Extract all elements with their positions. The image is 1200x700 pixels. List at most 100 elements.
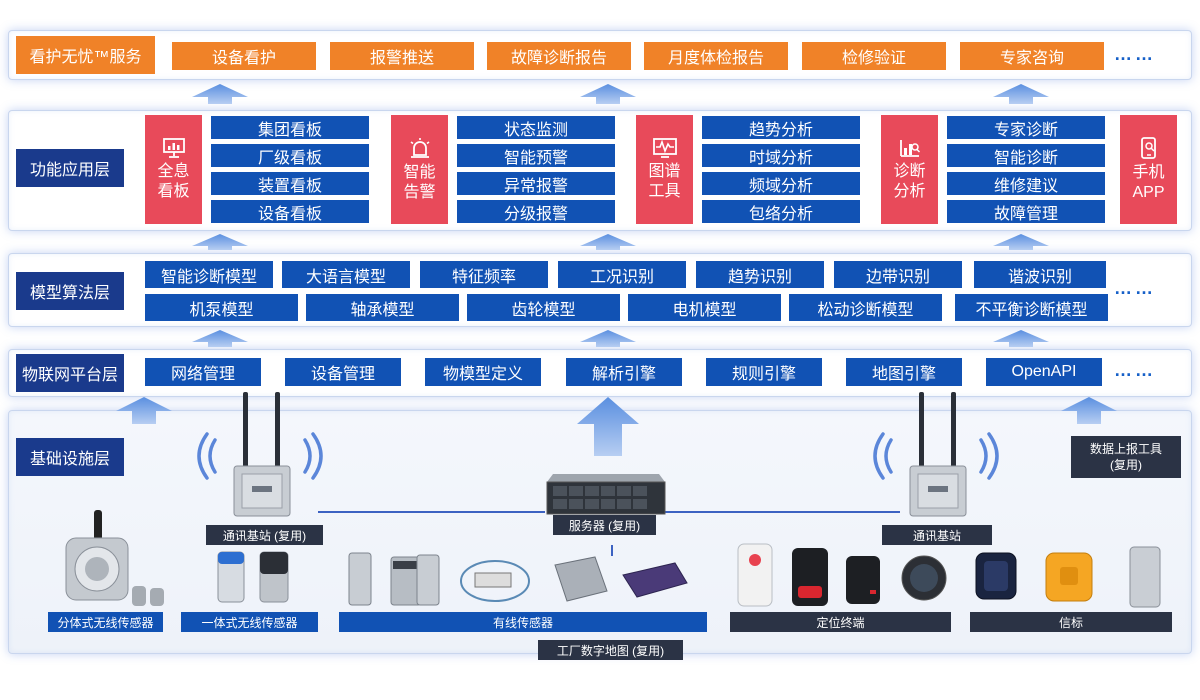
server [545, 472, 667, 516]
service-item: 检修验证 [802, 42, 946, 70]
data-upload-tool: 数据上报工具 (复用) [1071, 436, 1181, 478]
arrow-up-icon [192, 84, 1049, 104]
beacons [970, 545, 1170, 610]
diagnosis-tile-label-1: 诊断 [893, 162, 926, 180]
app-item: 故障管理 [947, 200, 1105, 223]
iot-item: 规则引擎 [706, 358, 822, 386]
iot-item: 网络管理 [145, 358, 261, 386]
base-station-left [228, 390, 296, 518]
model-item: 齿轮模型 [467, 294, 620, 321]
alarm-tile: 智能 告警 [391, 115, 448, 224]
app-item: 分级报警 [457, 200, 615, 223]
spectrum-tool-tile: 图谱 工具 [636, 115, 693, 224]
split-sensor-icon [65, 510, 164, 606]
model-item: 谐波识别 [974, 261, 1106, 288]
positioning-terminal-label: 定位终端 [730, 612, 951, 632]
app-item: 集团看板 [211, 116, 369, 139]
split-sensor-label: 分体式无线传感器 [48, 612, 163, 632]
diagnosis-tile: 诊断 分析 [881, 115, 938, 224]
model-item: 不平衡诊断模型 [955, 294, 1108, 321]
model-item: 松动诊断模型 [789, 294, 942, 321]
app-item: 装置看板 [211, 172, 369, 195]
model-more-dots: …… [1114, 278, 1156, 298]
mobile-app-label-2: APP [1132, 183, 1165, 201]
base-station-icon [909, 392, 967, 517]
dashboard-icon [162, 137, 185, 158]
app-item: 设备看板 [211, 200, 369, 223]
wired-sensor-icon [348, 552, 688, 606]
iot-item: 物模型定义 [425, 358, 541, 386]
diagnosis-tile-label-2: 分析 [893, 182, 926, 200]
model-item: 工况识别 [558, 261, 686, 288]
beacon-icon [975, 546, 1161, 608]
positioning-terminal-icon [737, 543, 947, 607]
app-item: 智能诊断 [947, 144, 1105, 167]
spectrum-tool-label-1: 图谱 [648, 162, 681, 180]
base-station-right [904, 390, 972, 518]
app-item: 包络分析 [702, 200, 860, 223]
mobile-app-label-1: 手机 [1132, 163, 1165, 181]
server-label: 服务器 (复用) [553, 515, 656, 535]
data-upload-tool-line2: (复用) [1110, 458, 1142, 472]
model-layer-title: 模型算法层 [16, 272, 124, 310]
service-item: 报警推送 [330, 42, 474, 70]
integrated-sensor-label: 一体式无线传感器 [181, 612, 318, 632]
iot-layer-title: 物联网平台层 [16, 354, 124, 392]
model-item: 大语言模型 [282, 261, 410, 288]
beacon-label: 信标 [970, 612, 1172, 632]
app-item: 厂级看板 [211, 144, 369, 167]
model-item: 智能诊断模型 [145, 261, 273, 288]
app-item: 时域分析 [702, 144, 860, 167]
mobile-app-tile: 手机 APP [1120, 115, 1177, 224]
model-item: 机泵模型 [145, 294, 298, 321]
service-item: 月度体检报告 [644, 42, 788, 70]
service-item: 专家咨询 [960, 42, 1104, 70]
integrated-wireless-sensor [212, 548, 296, 610]
iot-more-dots: …… [1114, 360, 1156, 380]
factory-map-label: 工厂数字地图 (复用) [538, 640, 683, 660]
app-item: 状态监测 [457, 116, 615, 139]
alarm-tile-label-1: 智能 [403, 163, 436, 181]
wired-sensors [345, 545, 690, 610]
mobile-phone-icon [1140, 136, 1156, 159]
data-upload-tool-line1: 数据上报工具 [1089, 442, 1162, 456]
app-item: 专家诊断 [947, 116, 1105, 139]
dashboard-tile-label-1: 全息 [157, 162, 190, 180]
alarm-light-icon [410, 137, 429, 158]
service-item: 故障诊断报告 [487, 42, 631, 70]
model-item: 电机模型 [628, 294, 781, 321]
model-item: 趋势识别 [696, 261, 824, 288]
base-station-left-label: 通讯基站 (复用) [206, 525, 323, 545]
integrated-sensor-icon [217, 551, 289, 603]
service-layer-title: 看护无忧™服务 [16, 36, 155, 74]
app-item: 异常报警 [457, 172, 615, 195]
app-item: 智能预警 [457, 144, 615, 167]
dashboard-tile: 全息 看板 [145, 115, 202, 224]
iot-item: 地图引擎 [846, 358, 962, 386]
iot-item: 设备管理 [285, 358, 401, 386]
split-wireless-sensor [60, 508, 170, 610]
app-layer-title: 功能应用层 [16, 149, 124, 187]
arrow-up-icon [192, 330, 1049, 347]
dashboard-tile-label-2: 看板 [157, 182, 190, 200]
iot-item: OpenAPI [986, 358, 1102, 386]
arrow-up-icon [192, 234, 1049, 250]
app-item: 频域分析 [702, 172, 860, 195]
model-item: 特征频率 [420, 261, 548, 288]
app-item: 维修建议 [947, 172, 1105, 195]
diagnosis-chart-icon [899, 139, 920, 157]
service-item: 设备看护 [172, 42, 316, 70]
server-rack-icon [546, 474, 666, 515]
base-station-icon [233, 392, 291, 517]
positioning-terminals [734, 540, 964, 610]
model-item: 边带识别 [834, 261, 962, 288]
infra-layer-title: 基础设施层 [16, 438, 124, 476]
alarm-tile-label-2: 告警 [403, 183, 436, 201]
app-item: 趋势分析 [702, 116, 860, 139]
model-item: 轴承模型 [306, 294, 459, 321]
base-station-right-label: 通讯基站 [882, 525, 992, 545]
service-more-dots: …… [1114, 44, 1156, 64]
spectrum-tool-label-2: 工具 [648, 182, 681, 200]
waveform-icon [652, 137, 677, 158]
